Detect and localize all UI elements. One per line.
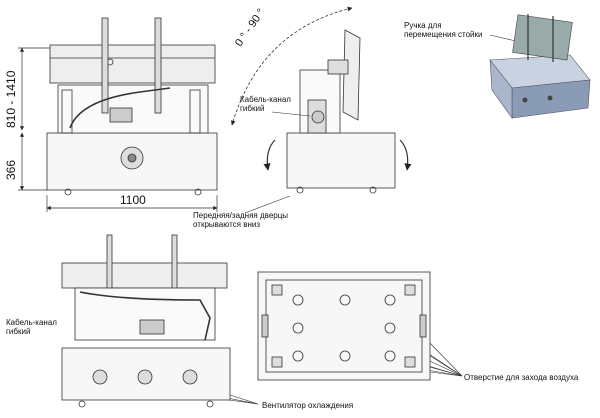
doors-label: Передняя/задняя дверцы открываются вниз	[193, 211, 289, 229]
handle-label: Ручка для перемещения стойки	[404, 21, 483, 39]
width-dimension: 1100	[120, 193, 146, 207]
front-cable-channel	[69, 87, 171, 129]
fan-2	[137, 369, 153, 385]
height-range-dimension: 810 - 1410	[4, 70, 18, 128]
side-cabinet	[286, 132, 396, 189]
cable-top-label: Кабель-канал гибкий	[240, 95, 291, 113]
vent-holes-label: Отверстие для захода воздуха	[464, 373, 579, 382]
front-panel	[49, 44, 216, 84]
cable-bottom-label: Кабель-канал гибкий	[6, 318, 57, 336]
bottom-cable-channel	[79, 291, 211, 341]
side-view	[230, 6, 412, 194]
base-height-dimension: 366	[4, 159, 18, 180]
fan-3	[182, 369, 198, 385]
fan-label: Вентилятор охлаждения	[262, 401, 354, 410]
render-view	[489, 14, 591, 119]
front-view	[46, 17, 218, 196]
tilted-screen	[342, 29, 361, 121]
top-view	[257, 271, 431, 381]
fan-1	[92, 369, 108, 385]
bottom-front-view	[61, 234, 231, 408]
tilt-arc	[230, 6, 353, 126]
